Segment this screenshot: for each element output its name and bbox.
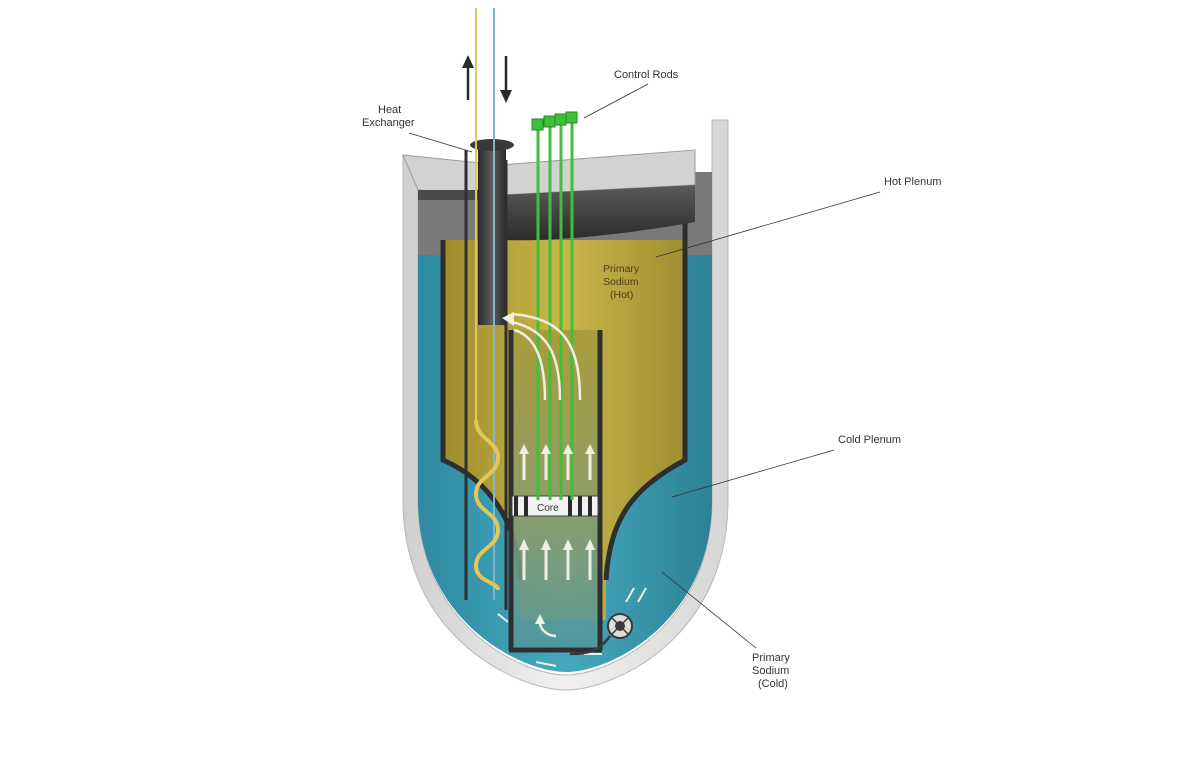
secondary-flow-arrows bbox=[462, 55, 512, 103]
cold-sodium-label-line2: Sodium bbox=[752, 665, 789, 677]
control-rods bbox=[536, 122, 574, 500]
core-stripes bbox=[514, 496, 592, 516]
bottom-flow-arrow-1 bbox=[535, 661, 557, 667]
hot-flow-arrowhead bbox=[502, 312, 514, 326]
control-rod-drive-4 bbox=[565, 111, 578, 124]
pump-icon bbox=[607, 613, 633, 639]
labels: Heat Exchanger Control Rods Hot Plenum C… bbox=[362, 69, 941, 690]
hot-sodium-label-line2: Sodium bbox=[603, 276, 639, 288]
hot-flow-curve-1 bbox=[511, 312, 582, 401]
core-block bbox=[511, 495, 599, 517]
plenum-inlet-arrowhead bbox=[535, 614, 545, 624]
control-rod-drive-1 bbox=[531, 118, 544, 131]
cold-sodium-label-line3: (Cold) bbox=[758, 678, 788, 690]
control-rod-drives bbox=[531, 111, 578, 131]
core-inlet-arrow-1 bbox=[519, 539, 529, 580]
cold-plenum-label: Cold Plenum bbox=[838, 434, 901, 446]
control-rods-label: Control Rods bbox=[614, 69, 679, 81]
core-outlet-arrow-4 bbox=[585, 444, 595, 480]
core-label: Core bbox=[537, 503, 559, 514]
core-inlet-arrow-4 bbox=[585, 539, 595, 580]
deck-left-plug bbox=[418, 190, 478, 200]
heat-exchanger-leader bbox=[408, 132, 473, 153]
core-outlet-arrow-2 bbox=[541, 444, 551, 480]
cold-plenum-leader bbox=[671, 449, 835, 498]
control-rod-drive-2 bbox=[543, 115, 556, 128]
heat-exchanger bbox=[464, 8, 514, 610]
hot-flow-curve-2 bbox=[511, 320, 562, 401]
heat-exchanger-coil bbox=[473, 419, 501, 591]
hot-plenum-label: Hot Plenum bbox=[884, 176, 941, 188]
coolant-flow-arrows bbox=[497, 312, 647, 667]
heat-exchanger-label-line1: Heat bbox=[378, 104, 401, 116]
control-rods-leader bbox=[583, 83, 649, 119]
core-outlet-arrow-3 bbox=[563, 444, 573, 480]
core-inlet-arrow-3 bbox=[563, 539, 573, 580]
core-barrel-body bbox=[511, 330, 600, 650]
hot-plenum-leader bbox=[655, 191, 881, 258]
cold-sodium-label-line1: Primary bbox=[752, 652, 790, 664]
heat-exchanger-label-line2: Exchanger bbox=[362, 117, 415, 129]
hot-sodium-label-line3: (Hot) bbox=[610, 289, 633, 301]
heat-exchanger-shell bbox=[478, 145, 506, 325]
heat-exchanger-cap bbox=[470, 139, 514, 151]
pump-discharge-pipe bbox=[569, 635, 612, 656]
core-inlet-arrow-2 bbox=[541, 539, 551, 580]
hx-exit-arrow bbox=[497, 613, 509, 623]
hot-flow-curve-3 bbox=[513, 328, 547, 401]
core-outlet-arrow-1 bbox=[519, 444, 529, 480]
pump-inlet-arrow-1 bbox=[625, 587, 635, 603]
core-barrel: Core bbox=[508, 330, 603, 653]
vessel-outer-wall bbox=[402, 119, 729, 691]
pump-inlet-arrow-2 bbox=[637, 587, 647, 603]
control-rod-drive-3 bbox=[554, 113, 567, 126]
arrow-up-icon bbox=[462, 55, 474, 100]
arrow-down-icon bbox=[500, 56, 512, 103]
cold-sodium-leader bbox=[661, 571, 757, 649]
hot-sodium-label-line1: Primary bbox=[603, 263, 640, 275]
